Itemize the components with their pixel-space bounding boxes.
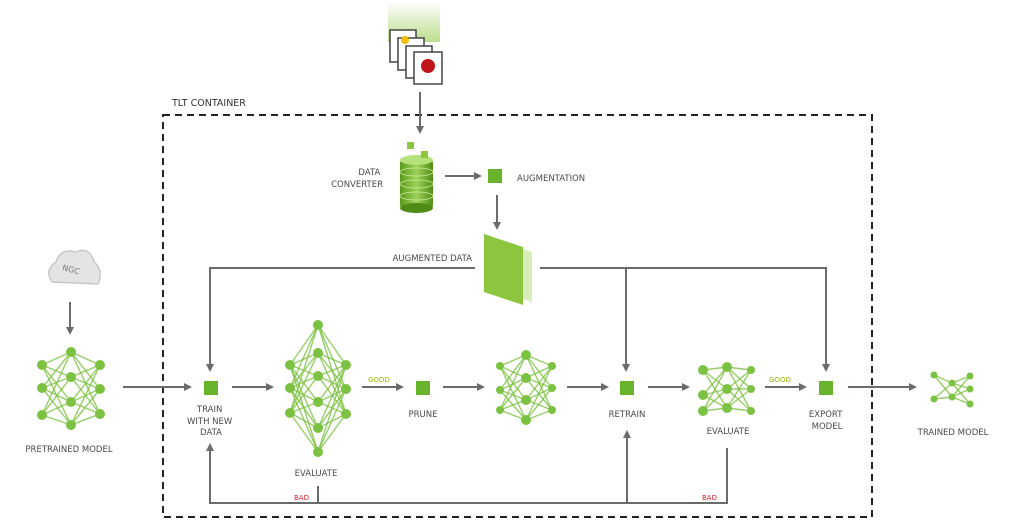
- augmented-data-connectors: [206, 267, 830, 372]
- data-converter-icon: [399, 142, 434, 213]
- pruned-model-network-icon: [496, 350, 556, 425]
- good-1-label: GOOD: [368, 376, 390, 384]
- prune-cube-icon: [416, 381, 430, 395]
- bad-2-label: BAD: [702, 494, 717, 502]
- retrain-cube-icon: [620, 381, 634, 395]
- bad-feedback-lines: [206, 430, 728, 504]
- augmentation-cube-icon: [488, 169, 502, 183]
- ngc-cloud-icon: NGC: [48, 249, 101, 285]
- tlt-container-box: [162, 114, 873, 518]
- evaluate-2-label: EVALUATE: [707, 427, 750, 437]
- data-converter-label: DATA CONVERTER: [331, 168, 383, 190]
- pretrained-model-network-icon: [37, 347, 105, 430]
- prune-label: PRUNE: [409, 410, 438, 420]
- trained-model-network-icon: [930, 371, 974, 408]
- trained-model-label: TRAINED MODEL: [917, 428, 989, 438]
- evaluate-2-network-icon: [698, 362, 755, 416]
- train-cube-icon: [204, 381, 218, 395]
- evaluate-1-label: EVALUATE: [295, 469, 338, 479]
- bad-1-label: BAD: [294, 494, 309, 502]
- augmented-data-icon: [484, 234, 532, 305]
- export-model-label: EXPORT MODEL: [809, 410, 845, 432]
- augmentation-label: AUGMENTATION: [517, 174, 585, 184]
- evaluate-1-network-icon: [285, 320, 351, 457]
- pretrained-model-label: PRETRAINED MODEL: [25, 445, 112, 455]
- good-2-label: GOOD: [769, 376, 791, 384]
- tlt-container-label: TLT CONTAINER: [171, 98, 246, 109]
- augmented-data-label: AUGMENTED DATA: [393, 254, 473, 264]
- input-images-icon: [388, 2, 443, 85]
- train-label: TRAIN WITH NEW DATA: [187, 405, 235, 438]
- retrain-label: RETRAIN: [609, 410, 646, 420]
- export-cube-icon: [819, 381, 833, 395]
